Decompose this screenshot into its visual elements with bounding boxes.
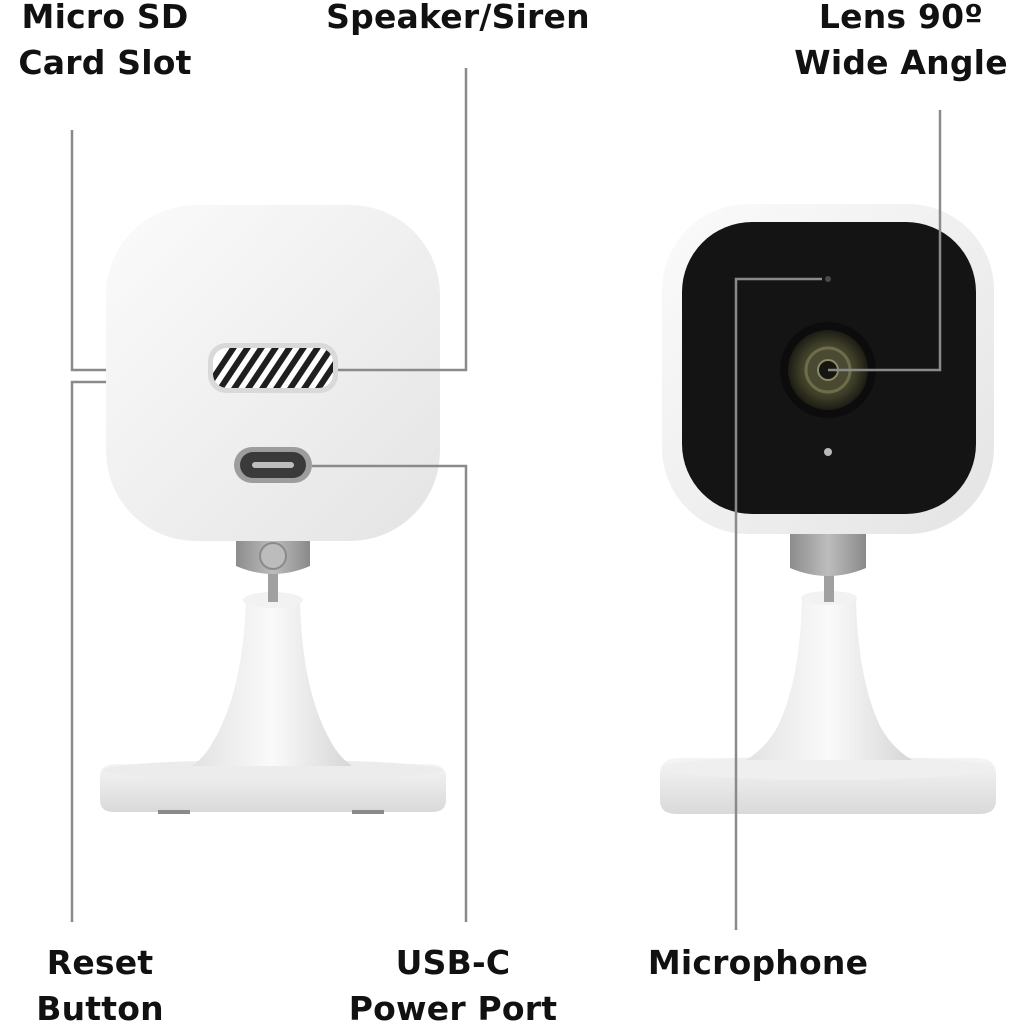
usb-c-port-icon	[234, 447, 312, 483]
microphone-hole-icon	[825, 276, 831, 282]
label-reset-line2: Button	[36, 989, 164, 1024]
speaker-grille-icon	[208, 343, 338, 393]
leader-reset	[70, 380, 106, 922]
label-usb-c-power-port: USB-C Power Port	[340, 940, 566, 1024]
leader-lens	[828, 110, 942, 372]
label-microphone-line1: Microphone	[647, 943, 869, 982]
label-micro-sd-line2: Card Slot	[18, 43, 192, 82]
label-usb-c-line1: USB-C	[395, 943, 511, 982]
label-lens-line2: Wide Angle	[794, 43, 1008, 82]
front-neck	[790, 530, 866, 576]
label-micro-sd-line1: Micro SD	[21, 0, 189, 36]
status-led-icon	[824, 448, 832, 456]
label-microphone: Microphone	[640, 940, 876, 986]
label-lens-line1: Lens 90º	[818, 0, 984, 36]
label-speaker-siren: Speaker/Siren	[318, 0, 598, 40]
rear-view-camera	[100, 205, 446, 814]
label-usb-c-line2: Power Port	[348, 989, 558, 1024]
leader-micro-sd	[70, 130, 106, 372]
label-micro-sd-card-slot: Micro SD Card Slot	[10, 0, 200, 86]
front-view-camera	[660, 204, 996, 814]
leader-speaker	[338, 68, 468, 372]
label-lens-wide-angle: Lens 90º Wide Angle	[790, 0, 1012, 86]
leader-microphone	[734, 277, 822, 930]
label-speaker-line1: Speaker/Siren	[326, 0, 590, 36]
front-stand-column	[746, 598, 912, 760]
label-reset-button: Reset Button	[20, 940, 180, 1024]
label-reset-line1: Reset	[46, 943, 154, 982]
leader-usb-c	[312, 464, 468, 922]
rear-stand-column	[192, 600, 352, 766]
